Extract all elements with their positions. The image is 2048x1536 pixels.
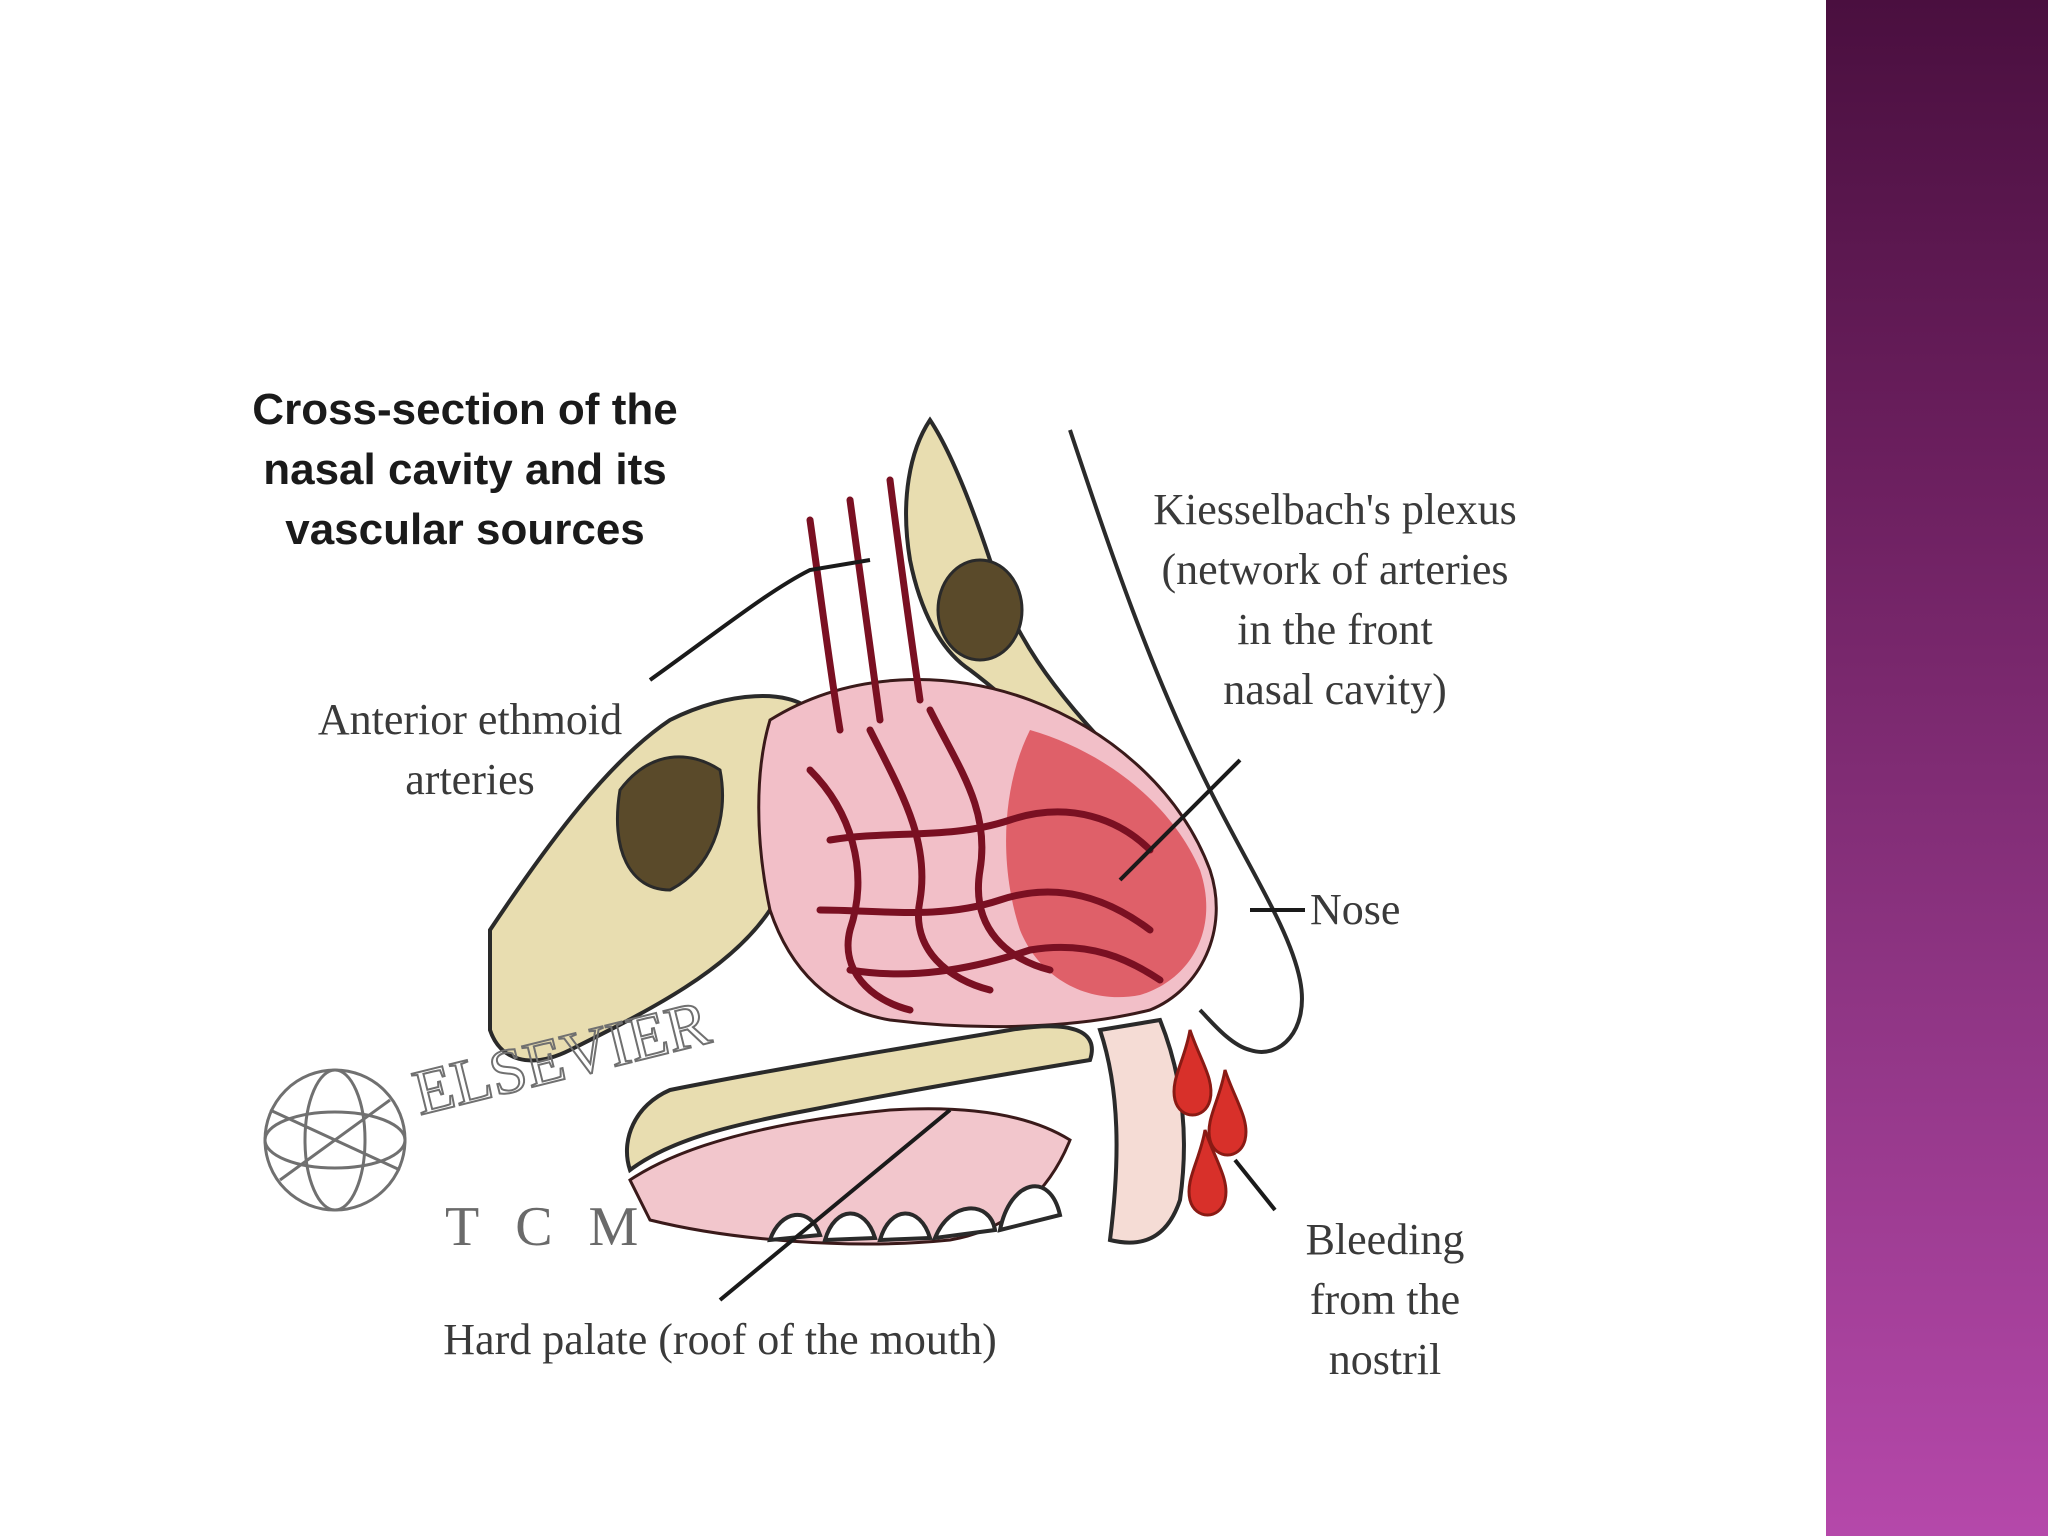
label-anterior-ethmoid: Anterior ethmoid arteries [317, 695, 623, 804]
label-nose: Nose [1310, 885, 1401, 934]
label-kiesselbach-plexus: Kiesselbach's plexus (network of arterie… [1153, 485, 1517, 714]
nasal-cavity-figure: ELSEVIER Cross-section of the nasal cavi… [250, 370, 1610, 1430]
watermark-sub: TCM [445, 1196, 675, 1258]
figure-title: Cross-section of the nasal cavity and it… [252, 385, 678, 554]
frontal-sinus [936, 558, 1024, 662]
leader-palate [718, 1108, 952, 1302]
nasal-cavity-illustration: ELSEVIER [263, 416, 1305, 1302]
leader-lines [648, 558, 1305, 1302]
upper-lip [1097, 1017, 1186, 1245]
label-hard-palate: Hard palate (roof of the mouth) [443, 1315, 997, 1364]
slide: ELSEVIER Cross-section of the nasal cavi… [250, 370, 1610, 1430]
sphenoid-sinus [615, 755, 725, 892]
hard-palate [624, 1024, 1094, 1174]
decorative-sidebar [1826, 0, 2048, 1536]
leader-bleeding [1233, 1158, 1277, 1212]
leader-ethmoid [648, 558, 871, 682]
blood-drops [1172, 1029, 1248, 1217]
watermark-globe [263, 1068, 407, 1212]
label-bleeding-nostril: Bleeding from the nostril [1305, 1215, 1465, 1384]
nose-skin-outline [1068, 429, 1304, 1054]
kiesselbach-area [1006, 730, 1207, 998]
teeth [767, 1184, 1063, 1243]
leader-kiesselbach [1118, 758, 1242, 882]
artery-network [806, 476, 1164, 1014]
